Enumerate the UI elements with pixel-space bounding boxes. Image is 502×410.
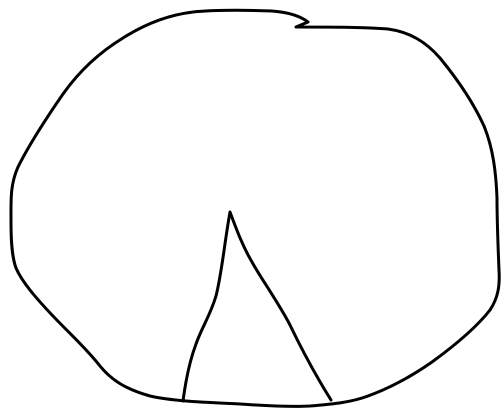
hand-drawn-wedge-lines <box>183 212 331 401</box>
hand-drawn-circle <box>11 10 499 406</box>
